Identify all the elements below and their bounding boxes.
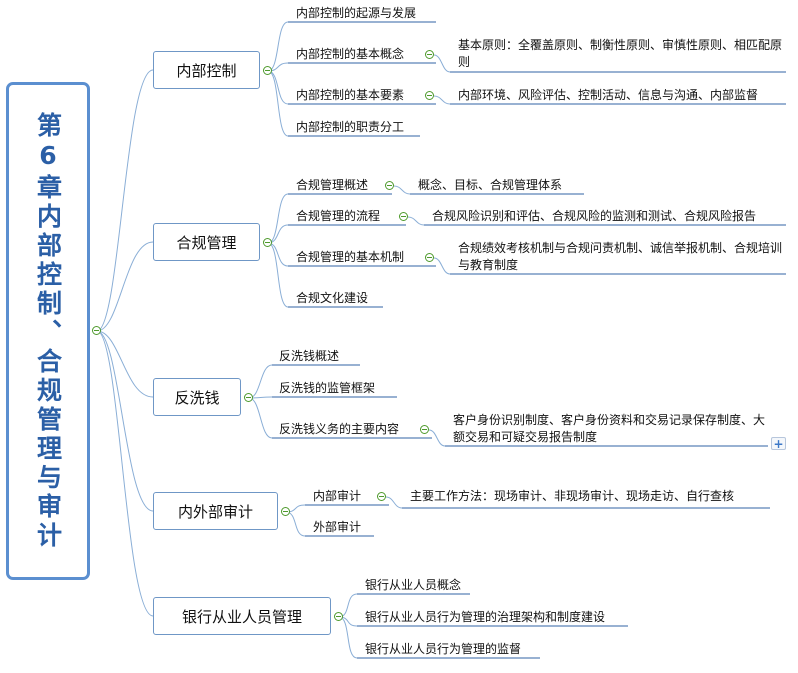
collapse-minus-icon[interactable] (377, 492, 386, 501)
node-compliance-mechanism[interactable]: 合规管理的基本机制 (296, 250, 405, 264)
child-connector (267, 21, 289, 72)
child-connector (267, 242, 289, 308)
child-connector (248, 364, 273, 399)
collapse-minus-icon[interactable] (425, 91, 434, 100)
node-compliance-overview[interactable]: 合规管理概述 (296, 178, 369, 192)
node-aml-obligations[interactable]: 反洗钱义务的主要内容 (279, 422, 400, 436)
collapse-minus-icon[interactable] (92, 326, 101, 335)
detail-connector (433, 54, 451, 73)
node-internal-control-concept[interactable]: 内部控制的基本概念 (296, 47, 405, 61)
collapse-minus-icon[interactable] (334, 612, 343, 621)
node-external-audit[interactable]: 外部审计 (313, 520, 362, 534)
node-staff-governance[interactable]: 银行从业人员行为管理的治理架构和制度建设 (365, 610, 606, 624)
expand-plus-icon[interactable]: + (771, 437, 786, 450)
collapse-minus-icon[interactable] (281, 507, 290, 516)
node-compliance-process[interactable]: 合规管理的流程 (296, 209, 381, 223)
collapse-minus-icon[interactable] (425, 50, 434, 59)
node-aml-overview[interactable]: 反洗钱概述 (279, 349, 340, 363)
child-connector (267, 193, 289, 244)
node-aml-obligations-detail[interactable]: 客户身份识别制度、客户身份资料和交易记录保存制度、大额交易和可疑交易报告制度 (453, 413, 766, 444)
child-connector (285, 511, 306, 537)
child-connector (267, 70, 289, 105)
node-staff-supervision[interactable]: 银行从业人员行为管理的监督 (365, 642, 522, 656)
branch-banking-staff-management[interactable]: 银行从业人员管理 (153, 597, 331, 635)
branch-anti-money-laundering[interactable]: 反洗钱 (153, 378, 241, 416)
collapse-minus-icon[interactable] (385, 181, 394, 190)
branch-internal-external-audit[interactable]: 内外部审计 (153, 492, 278, 530)
detail-connector (407, 216, 425, 226)
root-branch-connector (96, 330, 154, 512)
node-internal-control-origin[interactable]: 内部控制的起源与发展 (296, 6, 417, 20)
detail-connector (393, 185, 411, 195)
node-compliance-culture[interactable]: 合规文化建设 (296, 291, 369, 305)
detail-connector (385, 496, 403, 509)
node-aml-framework[interactable]: 反洗钱的监管框架 (279, 381, 376, 395)
collapse-minus-icon[interactable] (425, 253, 434, 262)
branch-compliance-management[interactable]: 合规管理 (153, 223, 260, 261)
node-compliance-overview-detail[interactable]: 概念、目标、合规管理体系 (418, 178, 563, 192)
node-compliance-process-detail[interactable]: 合规风险识别和评估、合规风险的监测和测试、合规风险报告 (432, 209, 757, 223)
node-staff-concept[interactable]: 银行从业人员概念 (365, 578, 462, 592)
root-branch-connector (96, 330, 154, 617)
collapse-minus-icon[interactable] (263, 238, 272, 247)
root-branch-connector (96, 69, 154, 332)
node-internal-control-elements-detail[interactable]: 内部环境、风险评估、控制活动、信息与沟通、内部监督 (458, 88, 759, 102)
node-internal-audit-detail[interactable]: 主要工作方法：现场审计、非现场审计、现场走访、自行查核 (410, 489, 735, 503)
collapse-minus-icon[interactable] (399, 212, 408, 221)
collapse-minus-icon[interactable] (420, 425, 429, 434)
node-internal-audit[interactable]: 内部审计 (313, 489, 362, 503)
detail-connector (433, 257, 451, 275)
root-topic[interactable]: 第6章内部控制、合规管理与审计 (6, 82, 90, 580)
detail-connector (428, 429, 446, 447)
child-connector (267, 242, 289, 267)
root-title: 第6章内部控制、合规管理与审计 (33, 111, 63, 551)
child-connector (248, 397, 273, 439)
node-compliance-mechanism-detail[interactable]: 合规绩效考核机制与合规问责机制、诚信举报机制、合规培训与教育制度 (458, 241, 783, 272)
node-internal-control-duties[interactable]: 内部控制的职责分工 (296, 120, 405, 134)
detail-connector (433, 95, 451, 105)
child-connector (338, 616, 358, 659)
node-internal-control-elements[interactable]: 内部控制的基本要素 (296, 88, 405, 102)
node-internal-control-principles[interactable]: 基本原则：全覆盖原则、制衡性原则、审慎性原则、相匹配原则 (458, 38, 783, 69)
root-branch-connector (96, 241, 154, 332)
collapse-minus-icon[interactable] (244, 393, 253, 402)
root-branch-connector (96, 330, 154, 398)
child-connector (267, 70, 289, 137)
branch-internal-control[interactable]: 内部控制 (153, 51, 260, 89)
collapse-minus-icon[interactable] (263, 66, 272, 75)
